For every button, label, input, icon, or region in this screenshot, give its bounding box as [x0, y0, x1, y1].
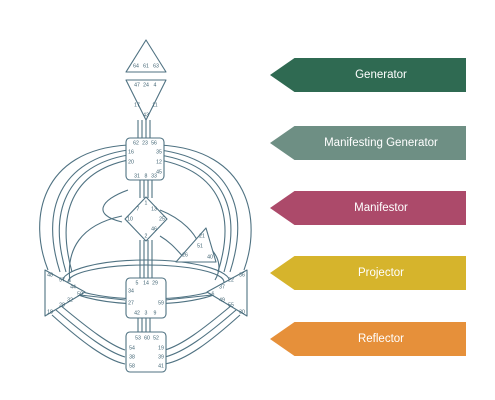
gate-58: 58	[129, 363, 135, 369]
gate-49: 49	[219, 297, 225, 303]
projector-arrow-shape	[270, 256, 466, 290]
gate-30: 30	[239, 309, 245, 315]
gate-61: 61	[143, 63, 149, 69]
gate-8: 8	[145, 173, 148, 179]
gate-16: 16	[128, 149, 134, 155]
generator-label: Generator	[355, 69, 407, 81]
gate-36: 36	[239, 272, 245, 278]
gate-14: 14	[143, 280, 149, 286]
gate-52: 52	[153, 335, 159, 341]
g-center	[124, 196, 168, 242]
gate-44: 44	[70, 284, 76, 290]
gate-37: 37	[219, 284, 225, 290]
gate-1: 1	[145, 200, 148, 206]
center-shapes	[44, 39, 248, 373]
projector-label: Projector	[357, 267, 405, 279]
gate-24: 24	[143, 82, 149, 88]
gate-40: 40	[207, 254, 213, 260]
gate-23: 23	[142, 140, 148, 146]
gate-18: 18	[47, 309, 53, 315]
gate-13: 13	[151, 206, 157, 212]
projector-arrow[interactable]: Projector	[270, 256, 466, 290]
gate-25: 25	[159, 216, 165, 222]
gate-5: 5	[136, 280, 139, 286]
channel-lines	[39, 120, 252, 365]
sacral-center	[125, 277, 167, 319]
manifesting-generator-label: Manifesting Generator	[324, 137, 438, 149]
gate-43: 43	[143, 112, 149, 118]
gate-33: 33	[151, 173, 157, 179]
gate-17: 17	[134, 102, 140, 108]
gate-50: 50	[77, 291, 83, 297]
gate-47: 47	[134, 82, 140, 88]
gate-55: 55	[228, 302, 234, 308]
gate-11: 11	[152, 102, 157, 108]
gate-59: 59	[158, 300, 164, 306]
gate-22: 22	[228, 277, 234, 283]
gate-63: 63	[153, 63, 159, 69]
gate-19: 19	[158, 345, 164, 351]
generator-arrow[interactable]: Generator	[270, 58, 466, 92]
gate-62: 62	[133, 140, 139, 146]
gate-34: 34	[128, 288, 134, 294]
spleen-center	[44, 269, 86, 317]
head-center	[125, 39, 167, 73]
generator-arrow-shape	[270, 58, 466, 92]
gate-28: 28	[59, 302, 65, 308]
gate-26: 26	[182, 252, 188, 258]
gate-39: 39	[158, 354, 164, 360]
ajna-center	[125, 79, 167, 121]
gate-7: 7	[137, 206, 140, 212]
gate-4: 4	[154, 82, 157, 88]
gate-41: 41	[158, 363, 164, 369]
gate-57: 57	[59, 277, 65, 283]
gate-3: 3	[145, 310, 148, 316]
manifesting-generator-arrow[interactable]: Manifesting Generator	[270, 126, 466, 160]
manifestor-label: Manifestor	[354, 202, 408, 214]
gate-10: 10	[127, 216, 133, 222]
gate-45: 45	[156, 169, 162, 175]
gate-42: 42	[134, 310, 140, 316]
gate-31: 31	[134, 173, 140, 179]
gate-20: 20	[128, 159, 134, 165]
gate-numbers: 64 61 63 47 24 4 17 11 43 62 23 56 16 35…	[47, 63, 245, 369]
gate-64: 64	[133, 63, 139, 69]
gate-48: 48	[47, 272, 53, 278]
gate-54: 54	[129, 345, 135, 351]
gate-60: 60	[144, 335, 150, 341]
gate-21: 21	[199, 233, 205, 239]
reflector-arrow[interactable]: Reflector	[270, 322, 466, 356]
gate-46: 46	[151, 226, 157, 232]
gate-38: 38	[129, 354, 135, 360]
manifesting-generator-arrow-shape	[270, 126, 466, 160]
gate-51: 51	[197, 243, 203, 249]
gate-9: 9	[154, 310, 157, 316]
gate-32: 32	[67, 297, 73, 303]
solar-plexus-center	[206, 269, 248, 317]
gate-6: 6	[212, 291, 215, 297]
gate-53: 53	[135, 335, 141, 341]
gate-2: 2	[145, 233, 148, 239]
throat-center	[125, 137, 165, 181]
gate-35: 35	[156, 149, 162, 155]
bodygraph-chart: 64 61 63 47 24 4 17 11 43 62 23 56 16 35…	[39, 39, 252, 373]
reflector-label: Reflector	[357, 333, 405, 345]
gate-29: 29	[152, 280, 158, 286]
gate-27: 27	[128, 300, 134, 306]
gate-12: 12	[156, 159, 162, 165]
gate-56: 56	[151, 140, 157, 146]
heart-center	[175, 227, 217, 263]
manifestor-arrow[interactable]: Manifestor	[270, 191, 466, 225]
manifestor-arrow-shape	[270, 191, 466, 225]
root-center	[125, 331, 167, 373]
reflector-arrow-shape	[270, 322, 466, 356]
